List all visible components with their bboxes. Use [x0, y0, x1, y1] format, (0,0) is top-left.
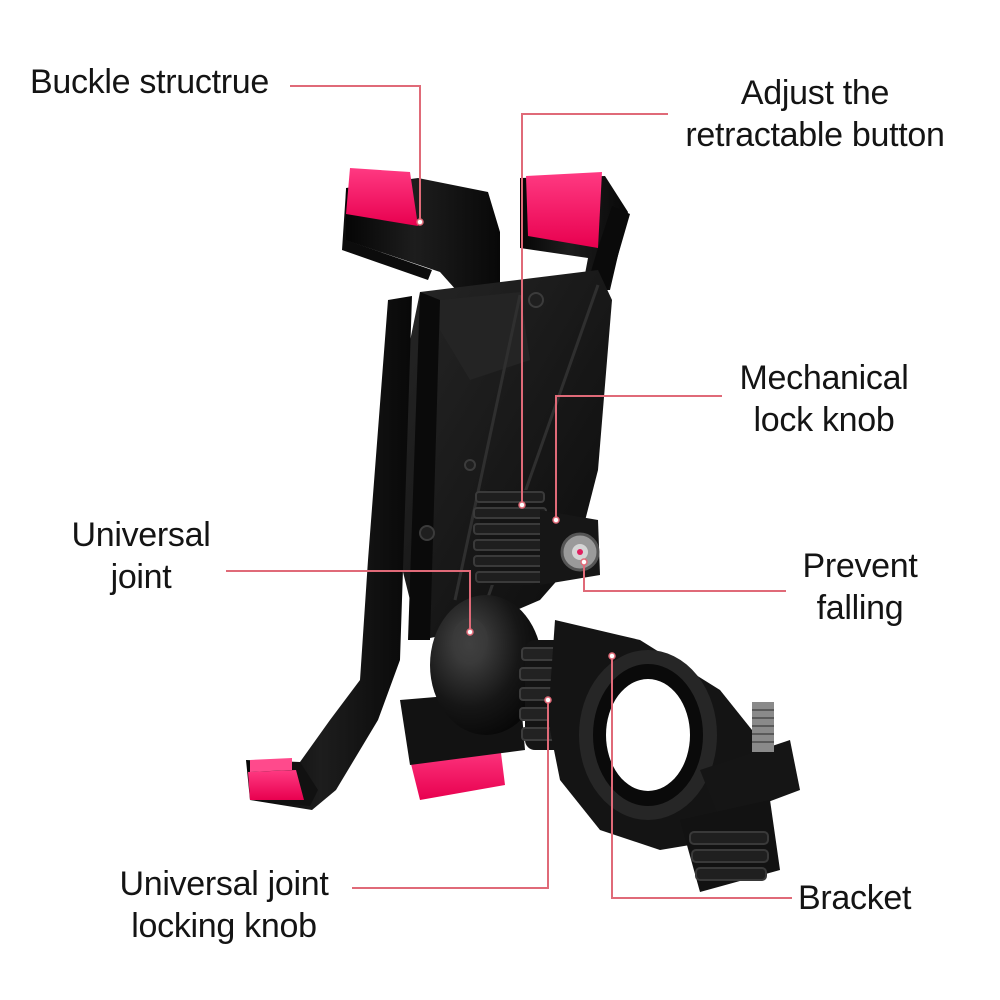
- callout-universal: [226, 570, 471, 632]
- label-universal-knob-line1: Universal joint: [119, 865, 329, 903]
- top-left-clamp: [342, 168, 500, 300]
- label-adjust-line1: Adjust the: [740, 74, 890, 112]
- label-universal-knob-line2: locking knob: [131, 907, 317, 945]
- label-universal-joint: Universal joint: [62, 514, 220, 598]
- label-prevent-line1: Prevent: [802, 547, 918, 585]
- bottom-left-clamp: [246, 296, 412, 810]
- callout-universal-knob: [352, 700, 549, 889]
- label-universal-line2: joint: [110, 558, 172, 596]
- mechanical-lock-knob: [473, 490, 600, 585]
- callout-mechanical: [555, 395, 722, 520]
- label-prevent-line2: falling: [816, 589, 904, 627]
- label-buckle-text: Buckle structrue: [30, 63, 269, 101]
- label-mechanical-line2: lock knob: [753, 401, 895, 439]
- label-universal-joint-locking-knob: Universal joint locking knob: [106, 863, 342, 947]
- prevent-falling-screw: [560, 532, 600, 572]
- callout-prevent: [583, 562, 786, 592]
- callout-buckle: [290, 85, 421, 222]
- label-bracket-text: Bracket: [798, 879, 912, 917]
- label-adjust-line2: retractable button: [685, 116, 945, 154]
- label-mechanical-lock-knob: Mechanical lock knob: [726, 357, 922, 441]
- label-buckle-structure: Buckle structrue: [30, 61, 269, 103]
- callout-adjust: [521, 113, 668, 505]
- label-adjust-retractable-button: Adjust the retractable button: [672, 72, 958, 156]
- top-right-clamp: [520, 172, 630, 290]
- handlebar-bracket: [548, 620, 800, 892]
- label-mechanical-line1: Mechanical: [739, 359, 909, 397]
- label-bracket: Bracket: [798, 877, 911, 919]
- callout-bracket: [611, 656, 792, 899]
- label-universal-line1: Universal: [71, 516, 211, 554]
- callout-dots: [416, 218, 616, 704]
- label-prevent-falling: Prevent falling: [792, 545, 928, 629]
- callout-lines: [226, 85, 792, 899]
- universal-joint: [430, 595, 542, 735]
